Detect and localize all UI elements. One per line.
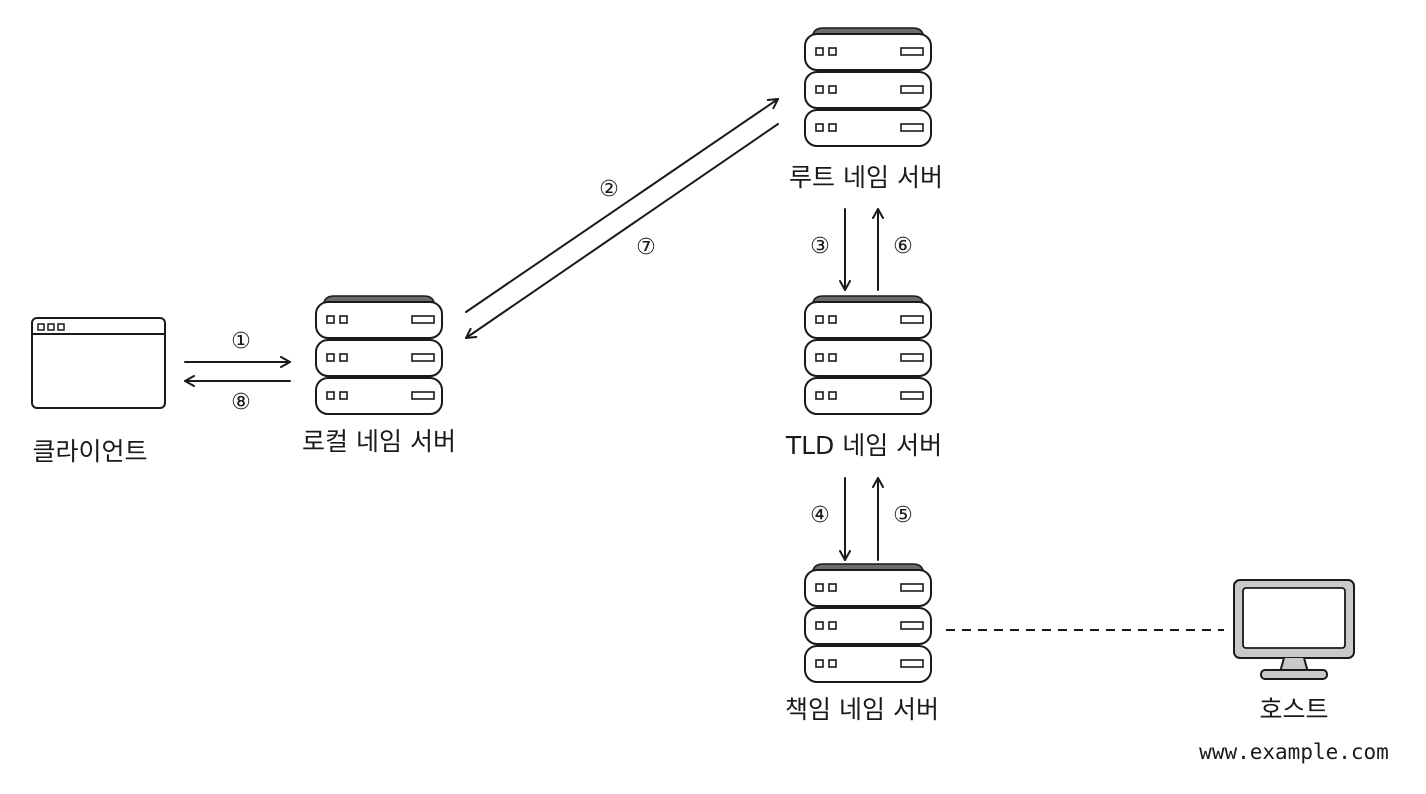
authoritative-server-label: 책임 네임 서버 [785, 695, 939, 724]
authoritative-server-icon [805, 564, 931, 682]
root-server-label: 루트 네임 서버 [789, 163, 943, 192]
browser-window-icon [31, 317, 166, 409]
tld-server-icon [805, 296, 931, 414]
step-4-label: ④ [810, 503, 830, 528]
root-server-icon [805, 28, 931, 146]
host-label: 호스트 [1259, 695, 1328, 724]
tld-server-label: TLD 네임 서버 [785, 431, 942, 460]
step-5-label: ⑤ [893, 503, 913, 528]
arrow-step-2 [465, 98, 779, 313]
monitor-icon [1233, 579, 1355, 680]
host-url: www.example.com [1199, 740, 1389, 764]
step-6-label: ⑥ [893, 234, 913, 259]
step-7-label: ⑦ [636, 235, 656, 260]
arrow-step-7 [465, 123, 779, 339]
step-1-label: ① [231, 329, 251, 354]
local-server-icon [316, 296, 442, 414]
step-8-label: ⑧ [231, 390, 251, 415]
client-label: 클라이언트 [32, 437, 147, 466]
local-server-label: 로컬 네임 서버 [302, 427, 456, 456]
step-2-label: ② [599, 177, 619, 202]
step-3-label: ③ [810, 234, 830, 259]
